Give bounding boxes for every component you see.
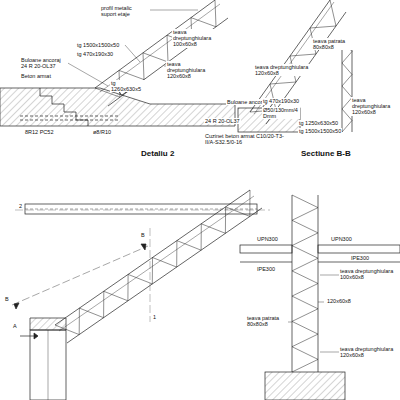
truss-web (55, 190, 250, 335)
callout-label: teava dreptunghiulara 120x60x8 (166, 61, 220, 80)
callout-label: 1 (152, 314, 157, 320)
callout-label: UPN300 (256, 236, 279, 242)
callout-label: teava dreptunghiulara 100x60x8 (339, 268, 397, 280)
callout-label: 120x60x8 (326, 298, 352, 304)
truss-web (292, 195, 318, 372)
callout-label: tg 1500x1500x50 (298, 128, 342, 134)
callout-label: A (12, 323, 18, 329)
callout-label: teava dreptunghiulara 120x60x8 (254, 64, 310, 76)
view-title: Detaliu 2 (140, 149, 175, 158)
callout-label: tg 1260x630x5 (110, 80, 144, 92)
truss-web (95, 0, 216, 97)
concrete-slab (0, 88, 235, 126)
callout-label: IPE300 (256, 266, 276, 272)
callout-label: tg 1250x630x50 (298, 120, 339, 126)
callout-label: teava dreptunghiulara 120x60x8 (339, 346, 397, 358)
truss-web (342, 40, 352, 132)
callout-label: B (4, 296, 10, 302)
callout-label: 8R12 PC52 (24, 129, 54, 135)
truss-web (250, 0, 336, 112)
callout-label: tg 1500x1500x50 (76, 42, 120, 48)
callout-label: ø8/R10 (92, 129, 112, 135)
callout-label: IPE300 (350, 255, 370, 261)
footing (265, 372, 345, 400)
view-title: Sectiune B-B (300, 149, 352, 158)
callout-label: tg 470x190x30 (262, 98, 300, 104)
callout-label: teava dreptunghiulara 120x60x8 (351, 97, 399, 116)
callout-label: Ø50/130mm/4 Dmm (262, 107, 300, 119)
callout-label: tg 470x190x30 (76, 51, 114, 57)
callout-label: Beton armat (20, 73, 52, 79)
callout-label: Buloane ancoraj 24 R 20-OL37 (20, 57, 68, 69)
callout-label: 2 (18, 203, 23, 209)
callout-label: 24 R 20-OL37 (204, 118, 241, 124)
callout-label: Cuzinet beton armat C10/20-T3-II/A-S32.5… (204, 133, 290, 145)
callout-label: profil metalic suport etaje (100, 5, 144, 17)
callout-label: teava patrata 80x80x8 (312, 38, 360, 50)
callout-label: teava dreptunghiulara 100x60x8 (172, 29, 226, 48)
callout-label: teava patrata 80x80x8 (246, 315, 288, 327)
callout-label: B (140, 232, 146, 238)
callout-label: UPN300 (330, 236, 353, 242)
